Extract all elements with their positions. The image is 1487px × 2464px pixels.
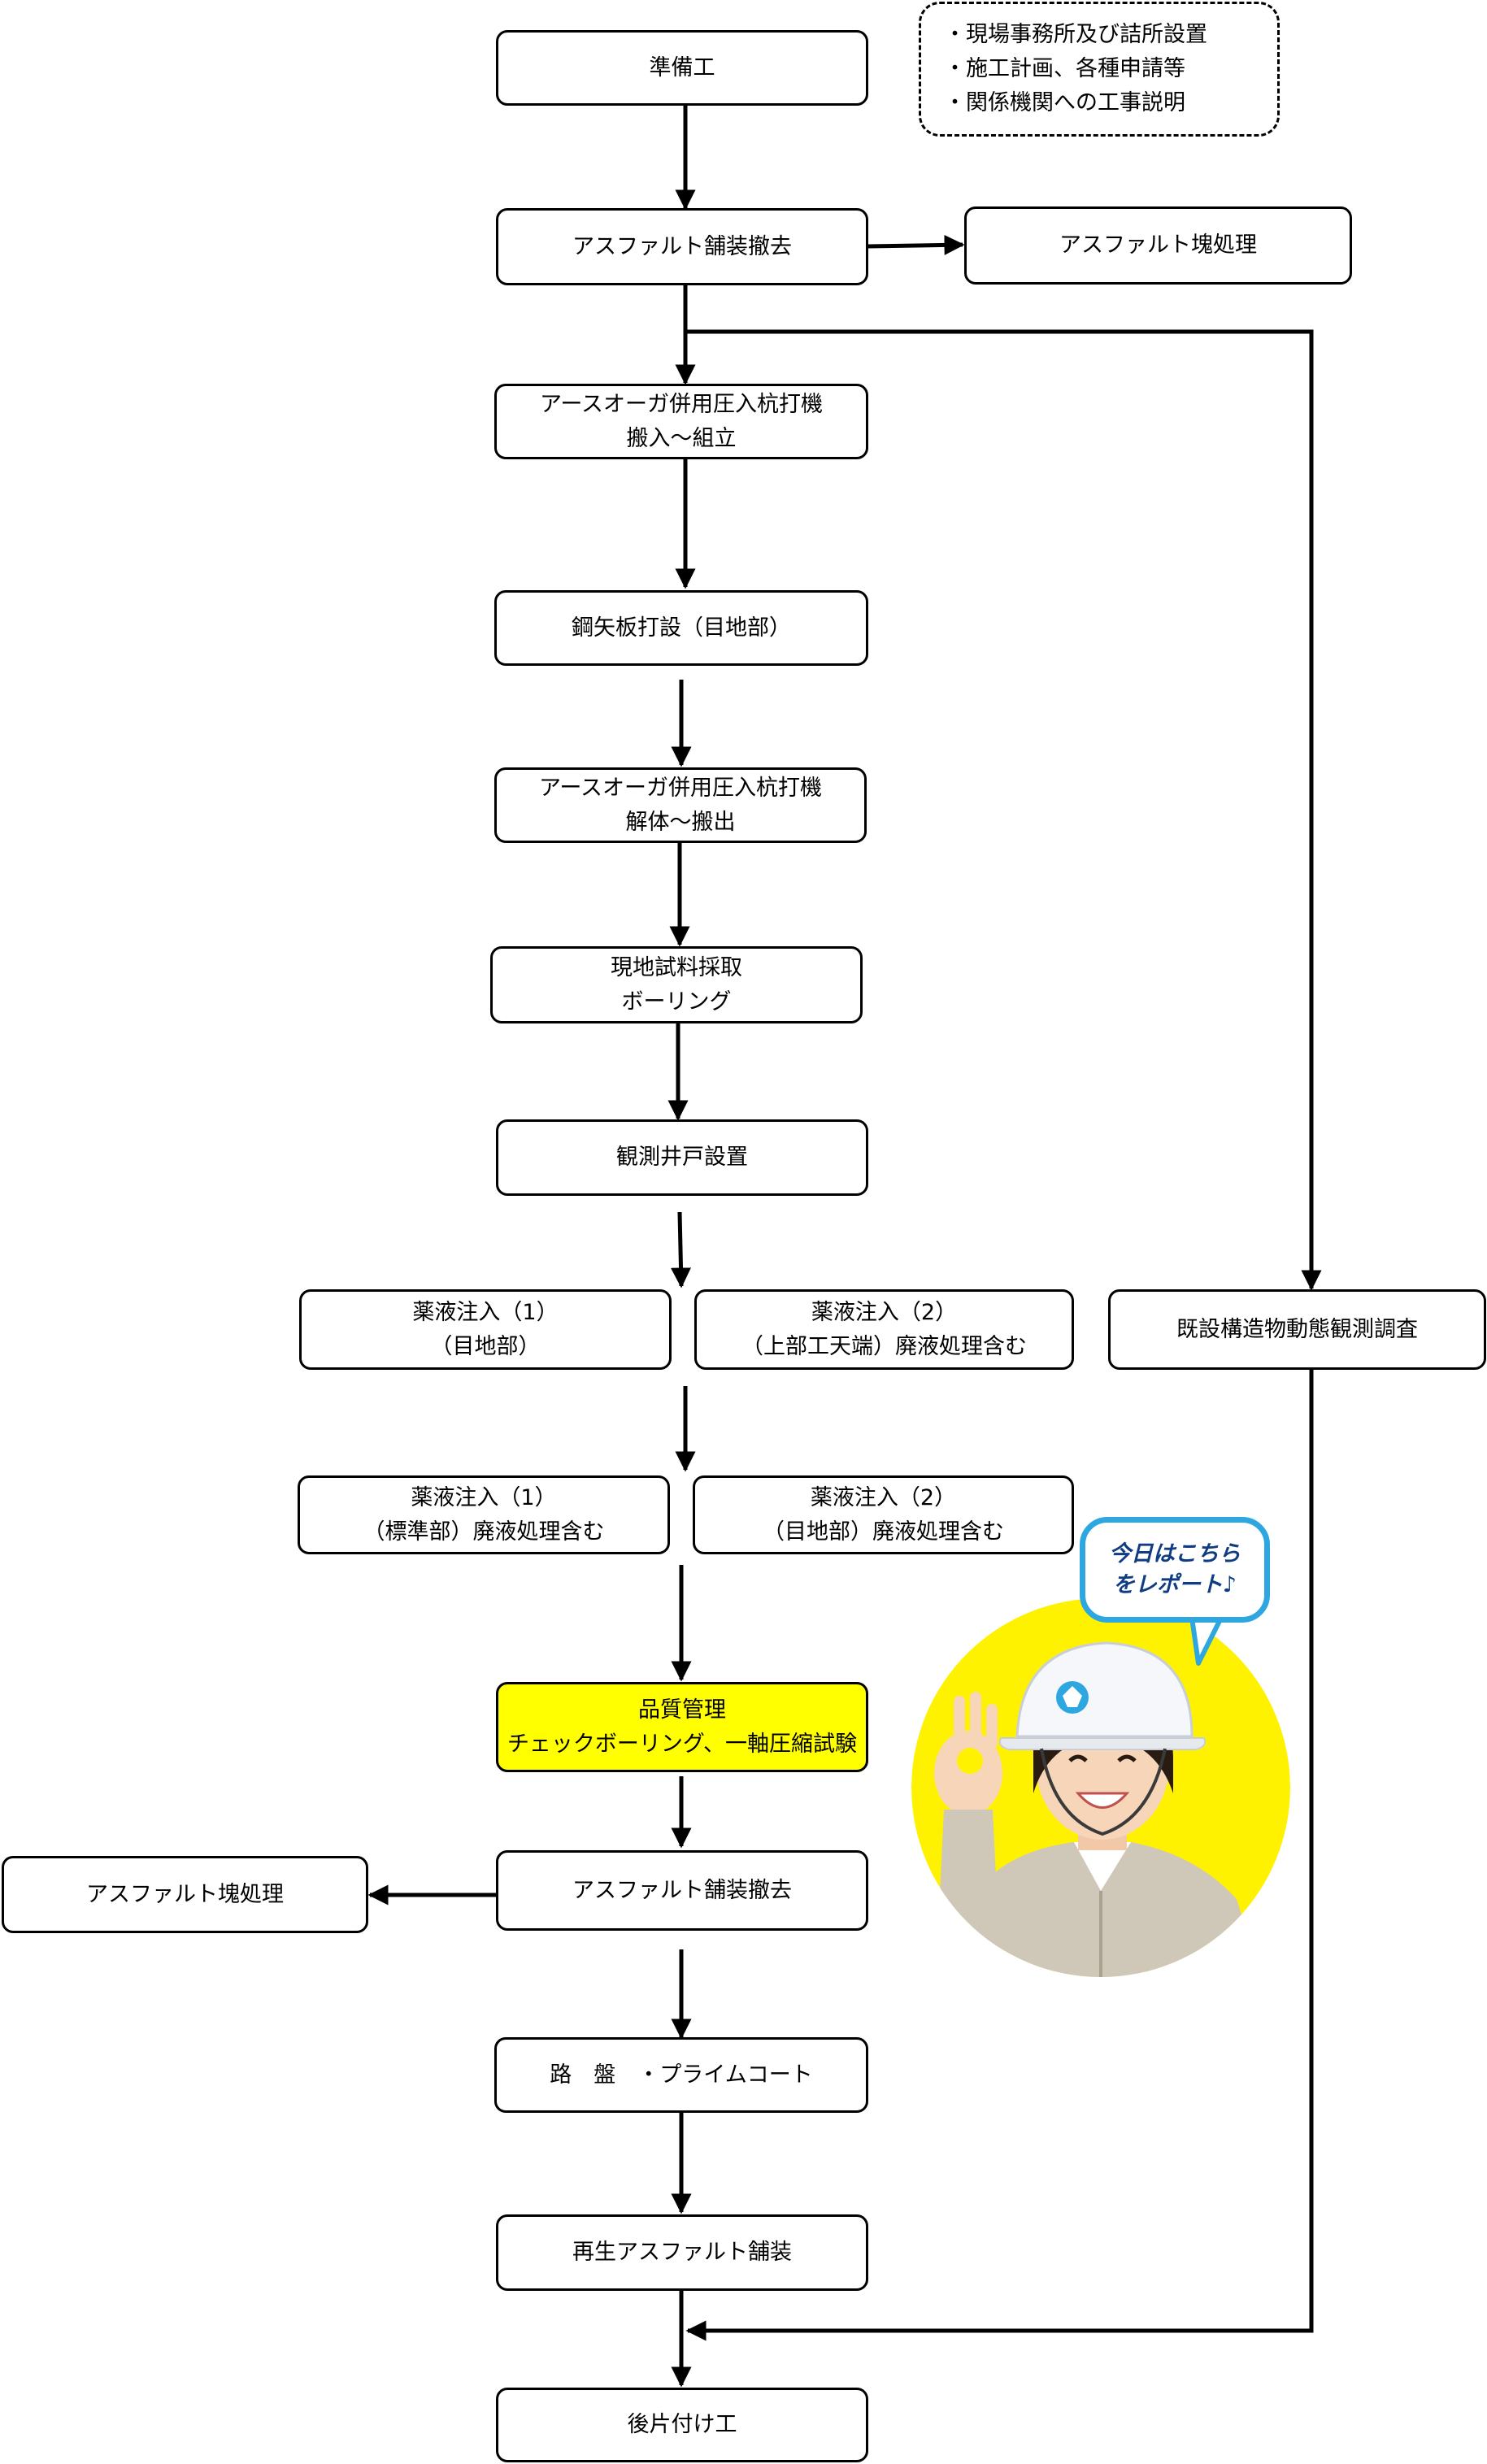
arrow-branch-to-monitoring (685, 329, 1322, 1291)
step-label: 薬液注入（2） (810, 1484, 957, 1510)
step-label: 現地試料採取 (611, 954, 742, 980)
step-label: アースオーガ併用圧入杭打機 (538, 775, 823, 801)
step-boring: 現地試料採取 ボーリング (490, 946, 863, 1023)
step-label: （目地部） (430, 1333, 541, 1359)
note-item: ・施工計画、各種申請等 (944, 56, 1185, 81)
step-label: アースオーガ併用圧入杭打機 (539, 391, 824, 417)
step-label: 鋼矢板打設（目地部） (572, 615, 791, 641)
arrow-monitoring-to-cleanup (685, 1370, 1314, 2341)
step-label: アスファルト塊処理 (1059, 232, 1257, 258)
step-structure-monitoring: 既設構造物動態観測調査 (1108, 1289, 1486, 1370)
step-quality-control: 品質管理 チェックボーリング、一軸圧縮試験 (496, 1682, 868, 1772)
step-observation-well: 観測井戸設置 (496, 1119, 868, 1196)
step-label: 薬液注入（2） (811, 1299, 958, 1325)
step-cleanup: 後片付け工 (496, 2388, 868, 2462)
step-asphalt-removal-1: アスファルト舗装撤去 (496, 208, 868, 285)
bubble-text: 今日はこちら (1109, 1541, 1241, 1567)
step-auger-setup: アースオーガ併用圧入杭打機 搬入～組立 (494, 384, 868, 459)
reporter-illustration (911, 1598, 1290, 1977)
step-label: 薬液注入（1） (411, 1484, 557, 1510)
step-recycled-asphalt-paving: 再生アスファルト舗装 (496, 2214, 868, 2291)
step-label: （目地部）廃液処理含む (763, 1519, 1004, 1545)
step-label: 路 盤 ・プライムコート (550, 2062, 813, 2088)
step-roadbed-prime-coat: 路 盤 ・プライムコート (494, 2037, 868, 2113)
step-label: 後片付け工 (627, 2412, 737, 2437)
report-speech-bubble: 今日はこちら をレポート♪ (1080, 1517, 1270, 1623)
speech-bubble-tail (1190, 1618, 1223, 1666)
step-label: ボーリング (621, 989, 732, 1015)
step-asphalt-removal-2: アスファルト舗装撤去 (496, 1850, 868, 1931)
step-asphalt-disposal-1: アスファルト塊処理 (964, 206, 1352, 285)
preparation-notes: ・現場事務所及び詰所設置 ・施工計画、各種申請等 ・関係機関への工事説明 (919, 2, 1280, 137)
step-injection-1-standard: 薬液注入（1） （標準部）廃液処理含む (298, 1475, 670, 1554)
step-label: アスファルト塊処理 (86, 1881, 284, 1907)
step-label: 既設構造物動態観測調査 (1176, 1316, 1418, 1342)
note-item: ・現場事務所及び詰所設置 (944, 22, 1207, 47)
arrow-well-to-injection (671, 1211, 692, 1288)
step-injection-2-top: 薬液注入（2） （上部工天端）廃液処理含む (694, 1289, 1074, 1370)
step-sheet-pile: 鋼矢板打設（目地部） (494, 590, 868, 666)
step-label: 解体～搬出 (625, 809, 736, 835)
step-label: 準備工 (649, 54, 715, 80)
step-label: 観測井戸設置 (616, 1145, 748, 1170)
step-label: （上部工天端）廃液処理含む (741, 1333, 1027, 1359)
step-injection-2-joint: 薬液注入（2） （目地部）廃液処理含む (693, 1475, 1074, 1554)
step-injection-1-joint: 薬液注入（1） （目地部） (299, 1289, 672, 1370)
step-label: チェックボーリング、一軸圧縮試験 (507, 1731, 858, 1757)
step-auger-removal: アースオーガ併用圧入杭打機 解体～搬出 (494, 767, 867, 843)
step-label: 搬入～組立 (626, 425, 737, 451)
note-item: ・関係機関への工事説明 (944, 90, 1185, 115)
step-label: アスファルト舗装撤去 (572, 1877, 792, 1903)
arrow-removal-to-disposal (867, 234, 965, 255)
step-label: 再生アスファルト舗装 (572, 2240, 792, 2265)
step-asphalt-disposal-2: アスファルト塊処理 (2, 1856, 368, 1933)
step-label: アスファルト舗装撤去 (572, 233, 792, 259)
step-label: 品質管理 (638, 1697, 726, 1723)
step-preparation: 準備工 (496, 30, 868, 106)
bubble-text: をレポート♪ (1112, 1572, 1237, 1597)
step-label: （標準部）廃液処理含む (363, 1519, 605, 1545)
step-label: 薬液注入（1） (412, 1299, 559, 1325)
